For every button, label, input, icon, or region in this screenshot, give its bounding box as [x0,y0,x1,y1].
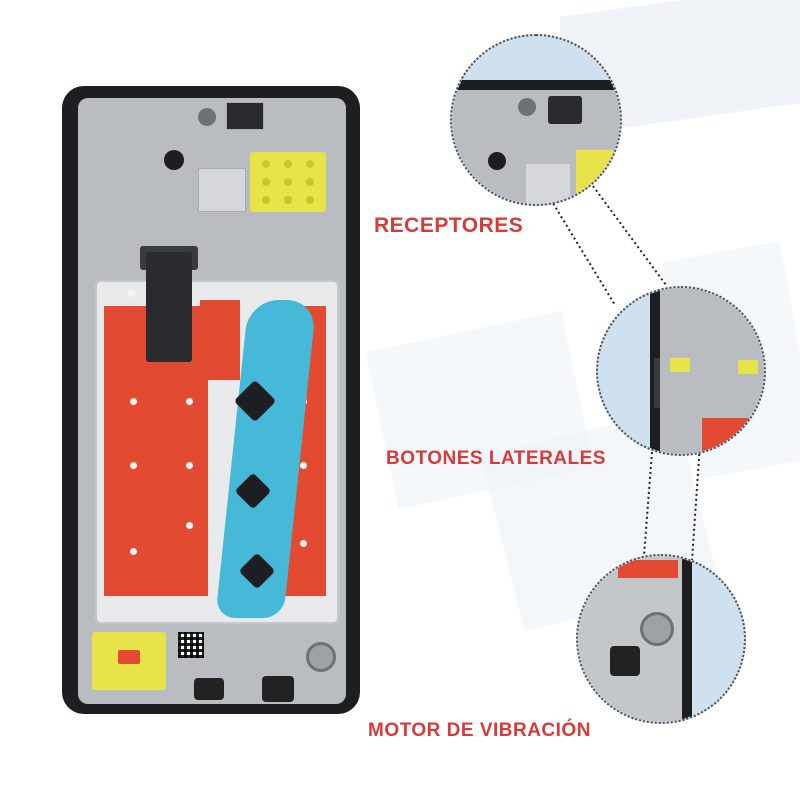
connector-line [643,451,653,557]
zoom-frame [578,556,690,722]
bottom-port [194,678,224,700]
adhesive-dot [300,462,307,469]
zoom-circle-side-buttons [596,286,766,456]
zoom-motor [640,612,674,646]
connector-line [691,443,701,561]
zoom-label-sticker [526,164,570,204]
zoom-yellow-pad [576,150,620,204]
connector-line [547,194,616,306]
zoom-bezel [452,80,620,90]
zoom-bezel [682,556,692,722]
yellow-adhesive-pad [250,152,326,212]
sensor-hole [164,150,184,170]
front-camera-hole [198,108,216,126]
adhesive-dot [128,290,135,297]
label-sticker [198,168,246,212]
zoom-circle-vibration-motor [576,554,746,724]
earpiece-receiver [226,102,264,130]
adhesive-dot [130,462,137,469]
bottom-red-sticker [118,650,140,664]
zoom-yellow-tab [738,360,758,374]
zoom-circle-receivers [450,34,622,206]
zoom-camera-hole [518,98,536,116]
adhesive-dot [300,540,307,547]
adhesive-dot [130,398,137,405]
bottom-port [262,676,294,702]
red-adhesive-top [200,300,240,380]
zoom-red-adhesive [618,560,678,578]
adhesive-dot [130,548,137,555]
zoom-yellow-tab [670,358,690,372]
zoom-port [610,646,640,676]
zoom-earpiece [548,96,582,124]
callout-label-vibration-motor: MOTOR DE VIBRACIÓN [368,720,591,741]
callout-label-receivers: RECEPTORES [374,214,524,237]
qr-code-sticker [178,632,204,658]
callout-label-side-buttons: BOTONES LATERALES [386,448,606,469]
zoom-red-adhesive [702,418,764,454]
vibration-motor [306,642,336,672]
flex-cable [146,252,192,362]
adhesive-dot [186,462,193,469]
adhesive-dot [186,522,193,529]
adhesive-dot [186,398,193,405]
zoom-sensor-hole [488,152,506,170]
zoom-side-button [654,358,660,408]
